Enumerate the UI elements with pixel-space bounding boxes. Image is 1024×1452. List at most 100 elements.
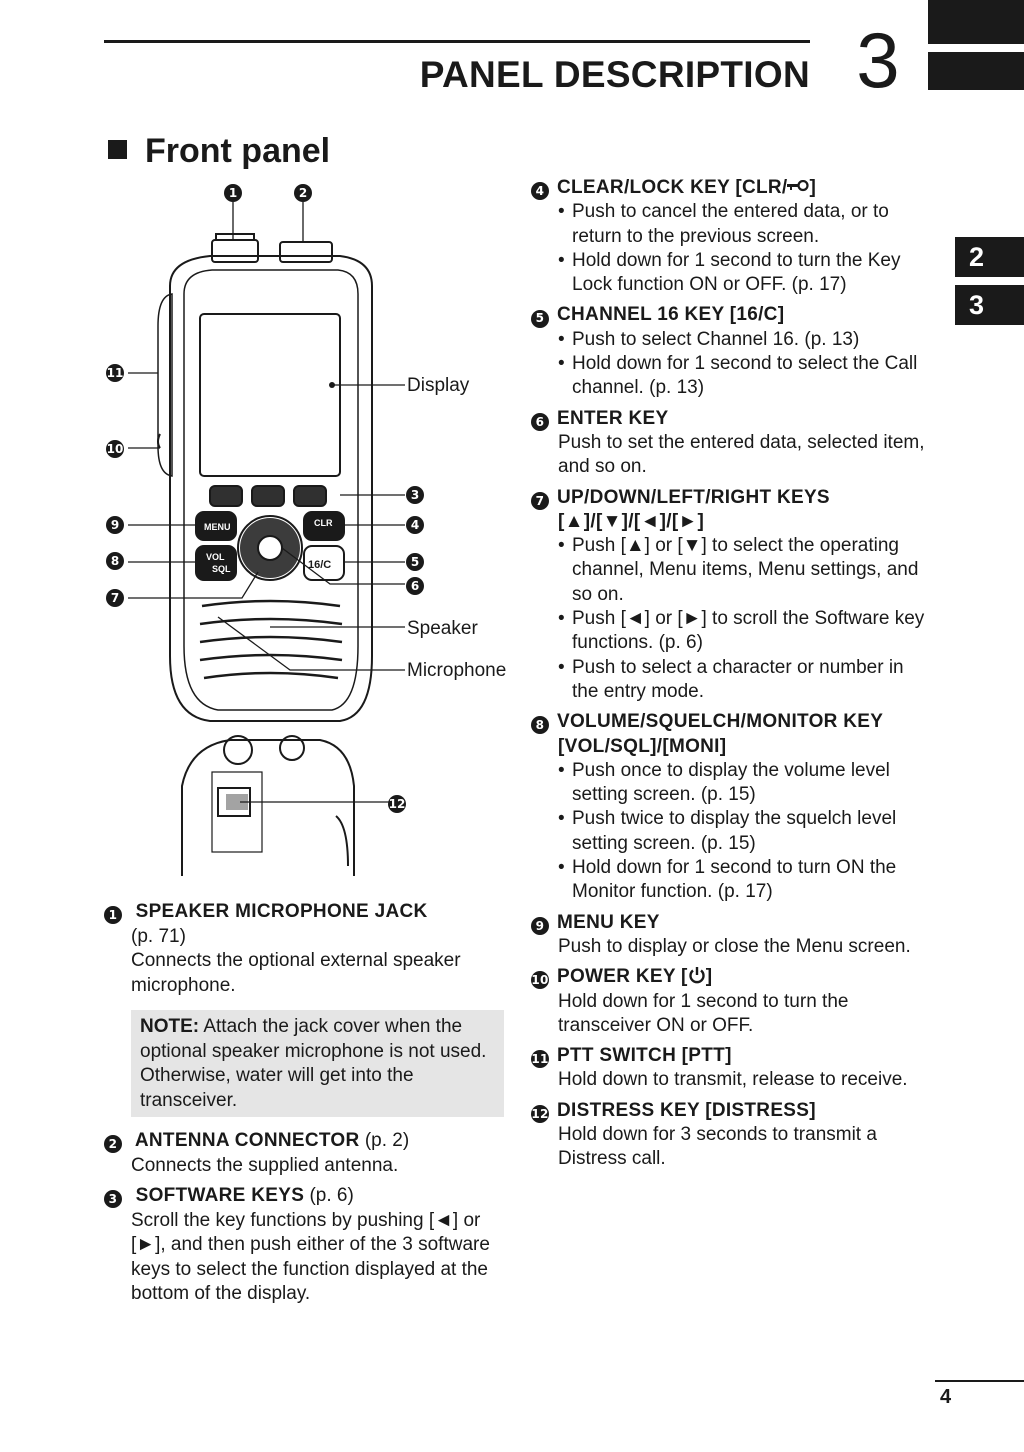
chapter-number: 3	[856, 16, 900, 104]
bullet: Hold down for 1 second to turn the Key L…	[531, 249, 931, 298]
item-number: 10	[531, 971, 549, 990]
header-rule	[104, 40, 810, 43]
item-body: Connects the supplied antenna.	[131, 1154, 399, 1176]
section-title-text: Front panel	[145, 132, 331, 170]
callout-10: 10	[106, 440, 124, 458]
callout-3: 3	[406, 486, 424, 504]
bullet: Hold down for 1 second to turn ON the Mo…	[531, 856, 931, 905]
note-box: NOTE: Attach the jack cover when the opt…	[131, 1010, 504, 1117]
page-number: 4	[940, 1386, 952, 1408]
item-title: CLEAR/LOCK KEY [CLR/	[557, 177, 788, 198]
item-ref: (p. 71)	[131, 925, 186, 947]
item-body: Scroll the key functions by pushing [◄] …	[131, 1209, 490, 1305]
item-software-keys: 3 SOFTWARE KEYS (p. 6) Scroll the key fu…	[104, 1184, 504, 1307]
item-distress-key: 12 DISTRESS KEY [DISTRESS] Hold down for …	[531, 1099, 931, 1172]
callout-display: Display	[407, 375, 470, 396]
callout-microphone: Microphone	[407, 660, 507, 681]
ptt-switch	[157, 293, 173, 477]
menu-key-label: MENU	[204, 522, 231, 532]
item-title: ENTER KEY	[557, 407, 669, 429]
callout-1: 1	[224, 184, 242, 202]
item-ptt-switch: 11 PTT SWITCH [PTT] Hold down to transmit…	[531, 1044, 931, 1093]
callout-9: 9	[106, 516, 124, 534]
item-number: 2	[104, 1135, 122, 1154]
callout-12: 12	[388, 795, 406, 813]
item-clear-lock-key: 4 CLEAR/LOCK KEY [CLR/] Push to cancel th…	[531, 176, 931, 297]
right-descriptions: 4 CLEAR/LOCK KEY [CLR/] Push to cancel th…	[531, 176, 931, 1178]
callout-8: 8	[106, 552, 124, 570]
item-title-2: [VOL/SQL]/[MONI]	[558, 735, 727, 757]
radio-back-view	[181, 739, 355, 876]
callout-5: 5	[406, 553, 424, 571]
callout-4: 4	[406, 516, 424, 534]
item-body: Push to set the entered data, selected i…	[558, 431, 925, 478]
item-number: 9	[531, 916, 549, 935]
antenna-connector	[279, 241, 333, 263]
bullet: Push once to display the volume level se…	[531, 759, 931, 808]
item-number: 3	[104, 1190, 122, 1209]
item-number: 11	[531, 1050, 549, 1069]
callout-speaker: Speaker	[407, 618, 478, 639]
item-ref: (p. 2)	[359, 1130, 410, 1151]
item-speaker-mic-jack: 1 SPEAKER MICROPHONE JACK (p. 71) Connec…	[104, 900, 504, 998]
callout-2: 2	[294, 184, 312, 202]
item-body: Hold down for 1 second to turn the trans…	[558, 990, 849, 1036]
item-title: VOLUME/SQUELCH/MONITOR KEY	[557, 711, 884, 733]
callout-11: 11	[106, 364, 124, 382]
bullet: Push [◄] or [►] to scroll the Software k…	[531, 607, 931, 656]
item-title-end: ]	[705, 966, 713, 988]
transceiver-illustration: MENU CLR VOL SQL 16/C	[128, 202, 405, 876]
item-title: DISTRESS KEY [DISTRESS]	[557, 1099, 816, 1121]
item-body: Hold down for 3 seconds to transmit a Di…	[558, 1123, 877, 1170]
bullet: Push [▲] or [▼] to select the operating …	[531, 534, 931, 607]
direction-pad	[237, 515, 303, 581]
radio-body	[169, 255, 373, 722]
item-title: CHANNEL 16 KEY [16/C]	[557, 304, 785, 326]
side-tab-2[interactable]: 2	[955, 237, 1024, 277]
bullet: Push to select a character or number in …	[531, 656, 931, 705]
item-body: Connects the optional external speaker m…	[131, 950, 461, 996]
item-title: ANTENNA CONNECTOR	[134, 1130, 360, 1151]
left-descriptions: 1 SPEAKER MICROPHONE JACK (p. 71) Connec…	[104, 900, 504, 1313]
chapter-tab-block	[928, 52, 1024, 90]
item-direction-keys: 7 UP/DOWN/LEFT/RIGHT KEYS [▲]/[▼]/[◄]/[►]…	[531, 486, 931, 705]
clr-key-label: CLR	[314, 518, 333, 528]
item-number: 1	[104, 906, 122, 925]
key-icon	[787, 179, 810, 192]
item-number: 4	[531, 182, 549, 201]
callout-7: 7	[106, 589, 124, 607]
item-title-end: ]	[809, 177, 817, 198]
item-title: POWER KEY [	[557, 966, 688, 988]
item-title-2: [▲]/[▼]/[◄]/[►]	[558, 510, 705, 532]
section-title: Front panel	[108, 132, 330, 171]
item-ref: (p. 6)	[304, 1185, 354, 1206]
item-number: 7	[531, 491, 549, 510]
note-label: NOTE:	[140, 1016, 200, 1037]
bullet: Hold down for 1 second to select the Cal…	[531, 352, 931, 401]
item-title: SPEAKER MICROPHONE JACK	[135, 901, 428, 922]
item-body: Hold down to transmit, release to receiv…	[558, 1069, 908, 1091]
item-number: 6	[531, 412, 549, 431]
item-number: 12	[531, 1104, 549, 1123]
footer-rule	[935, 1380, 1024, 1382]
item-power-key: 10 POWER KEY [] Hold down for 1 second to…	[531, 965, 931, 1038]
item-title: PTT SWITCH [PTT]	[557, 1045, 732, 1067]
section-marker	[108, 140, 127, 159]
page-title: PANEL DESCRIPTION	[419, 54, 810, 95]
ch16-key-label: 16/C	[308, 559, 331, 571]
callout-6: 6	[406, 577, 424, 595]
power-icon	[688, 967, 705, 984]
item-title: UP/DOWN/LEFT/RIGHT KEYS	[557, 486, 830, 508]
vol-key-label: VOL	[206, 552, 225, 562]
bullet: Push twice to display the squelch level …	[531, 807, 931, 856]
bullet: Push to cancel the entered data, or to r…	[531, 200, 931, 249]
note-text: Attach the jack cover when the optional …	[140, 1016, 487, 1111]
item-antenna-connector: 2 ANTENNA CONNECTOR (p. 2) Connects the …	[104, 1129, 504, 1178]
side-tab-3[interactable]: 3	[955, 285, 1024, 325]
speaker-mic-jack-knob	[211, 239, 259, 263]
sql-key-label: SQL	[212, 564, 231, 574]
item-number: 5	[531, 309, 549, 328]
